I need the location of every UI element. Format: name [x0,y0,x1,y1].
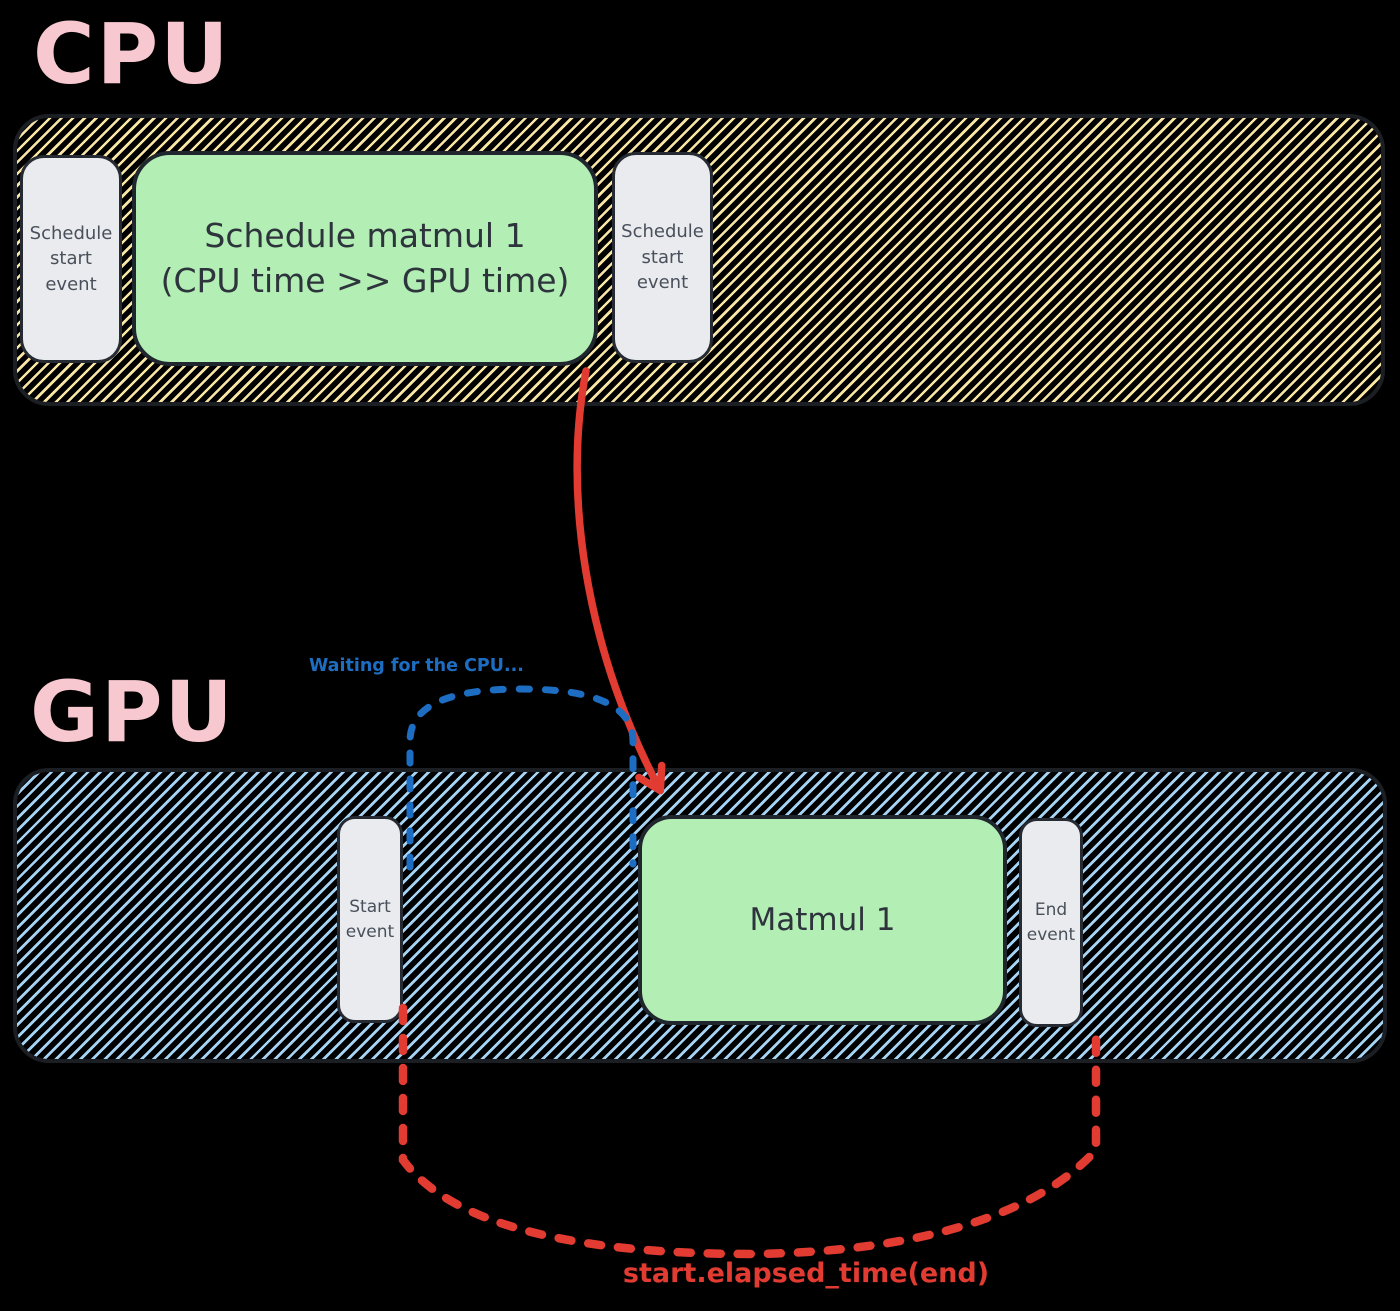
cpu-schedule-matmul-box: Schedule matmul 1 (CPU time >> GPU time) [132,151,598,366]
cpu-schedule-start-event-1-box: Schedule start event [20,155,122,363]
gpu-end-event-label: End event [1026,900,1076,945]
cpu-schedule-start-event-1-label: Schedule start event [29,222,113,295]
gpu-section-label: GPU [30,663,235,761]
gpu-matmul-box: Matmul 1 [638,815,1007,1025]
cpu-schedule-start-event-2-box: Schedule start event [612,152,713,363]
waiting-for-cpu-label: Waiting for the CPU... [309,656,524,676]
gpu-start-event-box: Start event [337,816,403,1023]
elapsed-time-label: start.elapsed_time(end) [622,1258,990,1289]
cpu-schedule-matmul-line1: Schedule matmul 1 [204,215,526,255]
cpu-schedule-start-event-2-label: Schedule start event [621,221,704,294]
gpu-start-event-label: Start event [345,897,395,942]
cpu-to-gpu-launch-arrow [573,367,666,795]
cpu-schedule-matmul-line2: (CPU time >> GPU time) [160,260,570,300]
cpu-section-label: CPU [33,5,231,103]
gpu-end-event-box: End event [1019,818,1083,1027]
gpu-matmul-label: Matmul 1 [749,902,896,938]
